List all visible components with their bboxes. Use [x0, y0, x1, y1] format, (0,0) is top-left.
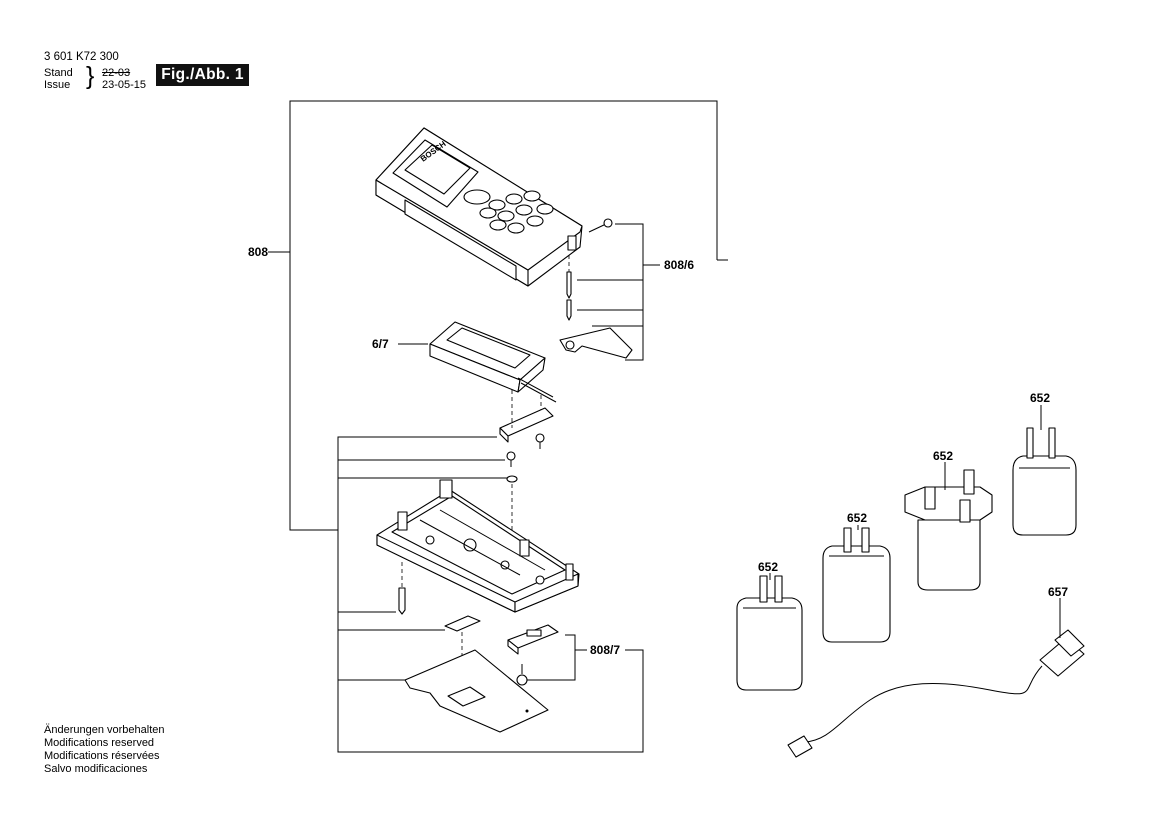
- keypad: [463, 189, 554, 234]
- battery-connector: [499, 390, 554, 449]
- cover-element: [507, 624, 559, 686]
- usb-cable: [787, 629, 1085, 758]
- base-cover-sheet: [404, 649, 549, 733]
- callout-6-7: 6/7: [372, 337, 389, 351]
- callout-652-b: 652: [847, 511, 867, 525]
- note-fr: Modifications réservées: [44, 750, 160, 762]
- callout-652-d: 652: [1030, 391, 1050, 405]
- screw-set: [559, 218, 633, 359]
- issue-label: Issue: [44, 79, 71, 91]
- brace: }: [86, 62, 95, 90]
- charger-us: [822, 527, 891, 643]
- note-es: Salvo modificaciones: [44, 763, 148, 775]
- part-number: 3 601 K72 300: [44, 51, 119, 63]
- base-tray: [376, 479, 580, 613]
- callout-652-c: 652: [933, 449, 953, 463]
- charger-flat: [736, 575, 803, 691]
- note-en: Modifications reserved: [44, 737, 155, 749]
- rangefinder-device: BOSCH: [375, 127, 583, 287]
- battery-pack: [398, 321, 557, 403]
- callout-657: 657: [1048, 585, 1068, 599]
- new-date: 23-05-15: [102, 79, 147, 91]
- bracket-808: [268, 100, 728, 531]
- callout-808: 808: [248, 245, 268, 259]
- charger-eu: [1012, 427, 1077, 536]
- old-date: 22-03: [102, 67, 131, 79]
- callout-808-6: 808/6: [664, 258, 694, 272]
- bracket-808-6: [577, 223, 660, 361]
- callout-652-a: 652: [758, 560, 778, 574]
- callout-808-7: 808/7: [590, 643, 620, 657]
- figure-label: Fig./Abb. 1: [156, 64, 249, 86]
- stand-label: Stand: [44, 67, 73, 79]
- note-de: Änderungen vorbehalten: [44, 724, 165, 736]
- charger-uk: [904, 469, 993, 591]
- long-screw: [398, 562, 406, 615]
